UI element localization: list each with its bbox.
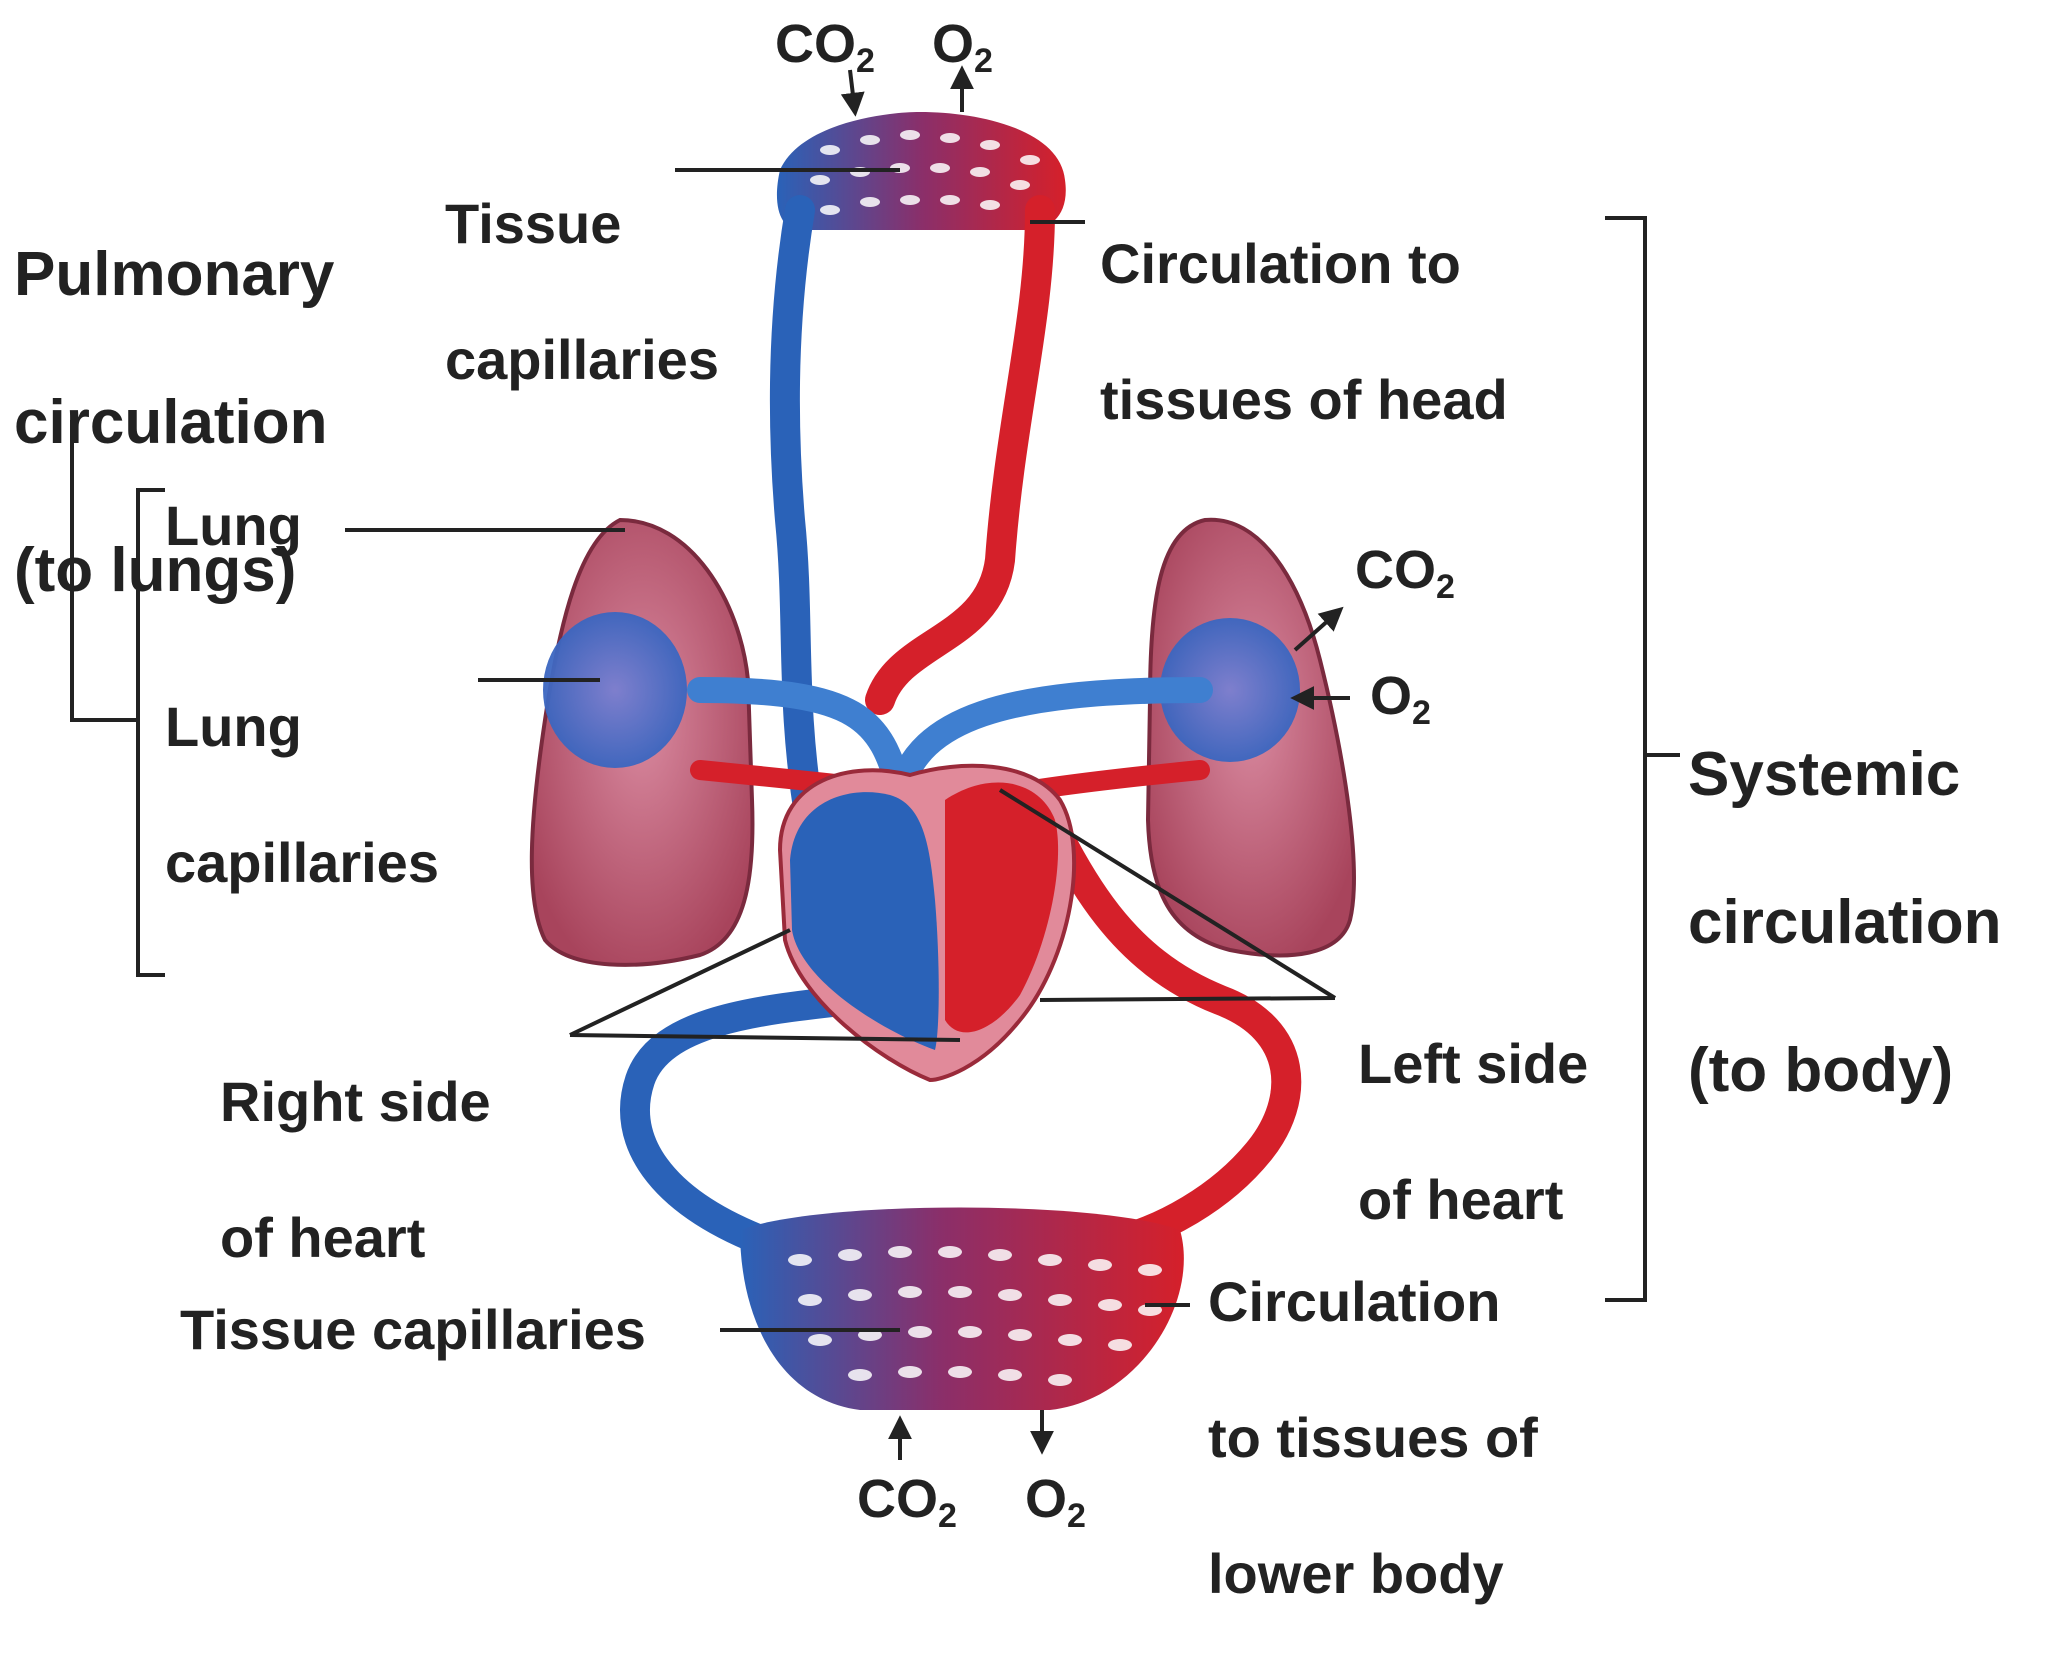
pulmonary-circulation-label: Pulmonary circulation (to lungs) [14, 164, 334, 682]
tissue-capillaries-top-label: Tissue capillaries [445, 122, 719, 462]
circulation-lower-line-2: to tissues of [1208, 1406, 1538, 1469]
artery-to-head [865, 195, 1055, 715]
right-co2-label: CO2 [1355, 536, 1455, 621]
right-side-heart-label: Right side of heart [220, 1000, 491, 1340]
tissue-capillaries-bottom-label: Tissue capillaries [180, 1298, 646, 1361]
systemic-line-1: Systemic [1688, 740, 1961, 809]
circulation-head-line-2: tissues of head [1100, 368, 1508, 431]
lung-capillaries-label: Lung capillaries [165, 625, 439, 965]
circulation-head-line-1: Circulation to [1100, 232, 1461, 295]
right-heart-line-2: of heart [220, 1206, 426, 1269]
vena-cava-lower [620, 985, 865, 1255]
bottom-co2-sub: 2 [938, 1497, 957, 1535]
top-o2-sub: 2 [974, 42, 993, 80]
bottom-o2-label: O2 [1025, 1465, 1086, 1550]
right-co2-sub: 2 [1436, 568, 1455, 606]
top-co2-base: CO [775, 14, 856, 74]
right-o2-base: O [1370, 666, 1413, 726]
pulmonary-artery [687, 677, 1213, 803]
circulation-head-label: Circulation to tissues of head [1100, 162, 1508, 502]
left-lung [529, 517, 755, 967]
pulmonary-line-1: Pulmonary [14, 240, 335, 309]
pulmonary-line-3: (to lungs) [14, 536, 297, 605]
circulation-lower-line-1: Circulation [1208, 1270, 1501, 1333]
tissue-capillaries-top-line-1: Tissue [445, 192, 622, 255]
aorta-descending [1025, 785, 1302, 1255]
left-heart-shape [945, 782, 1059, 1033]
left-heart-line-2: of heart [1358, 1168, 1564, 1231]
vena-cava-upper [769, 195, 825, 835]
systemic-line-3: (to body) [1688, 1036, 1954, 1105]
heart [777, 763, 1077, 1083]
right-heart-line-1: Right side [220, 1070, 491, 1133]
top-o2-label: O2 [932, 10, 993, 95]
bottom-co2-label: CO2 [857, 1465, 957, 1550]
lower-body-capillary-bed [740, 1207, 1184, 1410]
tissue-capillaries-top-line-2: capillaries [445, 328, 719, 391]
systemic-circulation-label: Systemic circulation (to body) [1688, 664, 2002, 1182]
top-co2-sub: 2 [856, 42, 875, 80]
bottom-o2-base: O [1025, 1469, 1068, 1529]
circulation-diagram: Pulmonary circulation (to lungs) Systemi… [14, 10, 2002, 1605]
left-side-heart-label: Left side of heart [1358, 962, 1588, 1302]
leader-lines [70, 168, 1680, 1332]
right-o2-sub: 2 [1412, 694, 1431, 732]
bottom-o2-sub: 2 [1067, 1497, 1086, 1535]
left-heart-line-1: Left side [1358, 1032, 1589, 1095]
top-co2-label: CO2 [775, 10, 875, 95]
pulmonary-line-2: circulation [14, 388, 328, 457]
right-lung [1145, 517, 1356, 958]
right-co2-base: CO [1355, 540, 1436, 600]
circulation-lower-line-3: lower body [1208, 1542, 1504, 1605]
lung-label: Lung [165, 494, 302, 557]
circulation-lower-body-label: Circulation to tissues of lower body [1208, 1200, 1538, 1676]
systemic-line-2: circulation [1688, 888, 2002, 957]
gas-arrows [840, 65, 1350, 1460]
right-heart-shape [790, 792, 939, 1050]
diagram-art [70, 65, 1680, 1460]
bottom-co2-base: CO [857, 1469, 938, 1529]
top-o2-base: O [932, 14, 975, 74]
lung-capillaries-line-2: capillaries [165, 831, 439, 894]
lung-capillaries-line-1: Lung [165, 695, 302, 758]
right-o2-label: O2 [1370, 662, 1431, 747]
